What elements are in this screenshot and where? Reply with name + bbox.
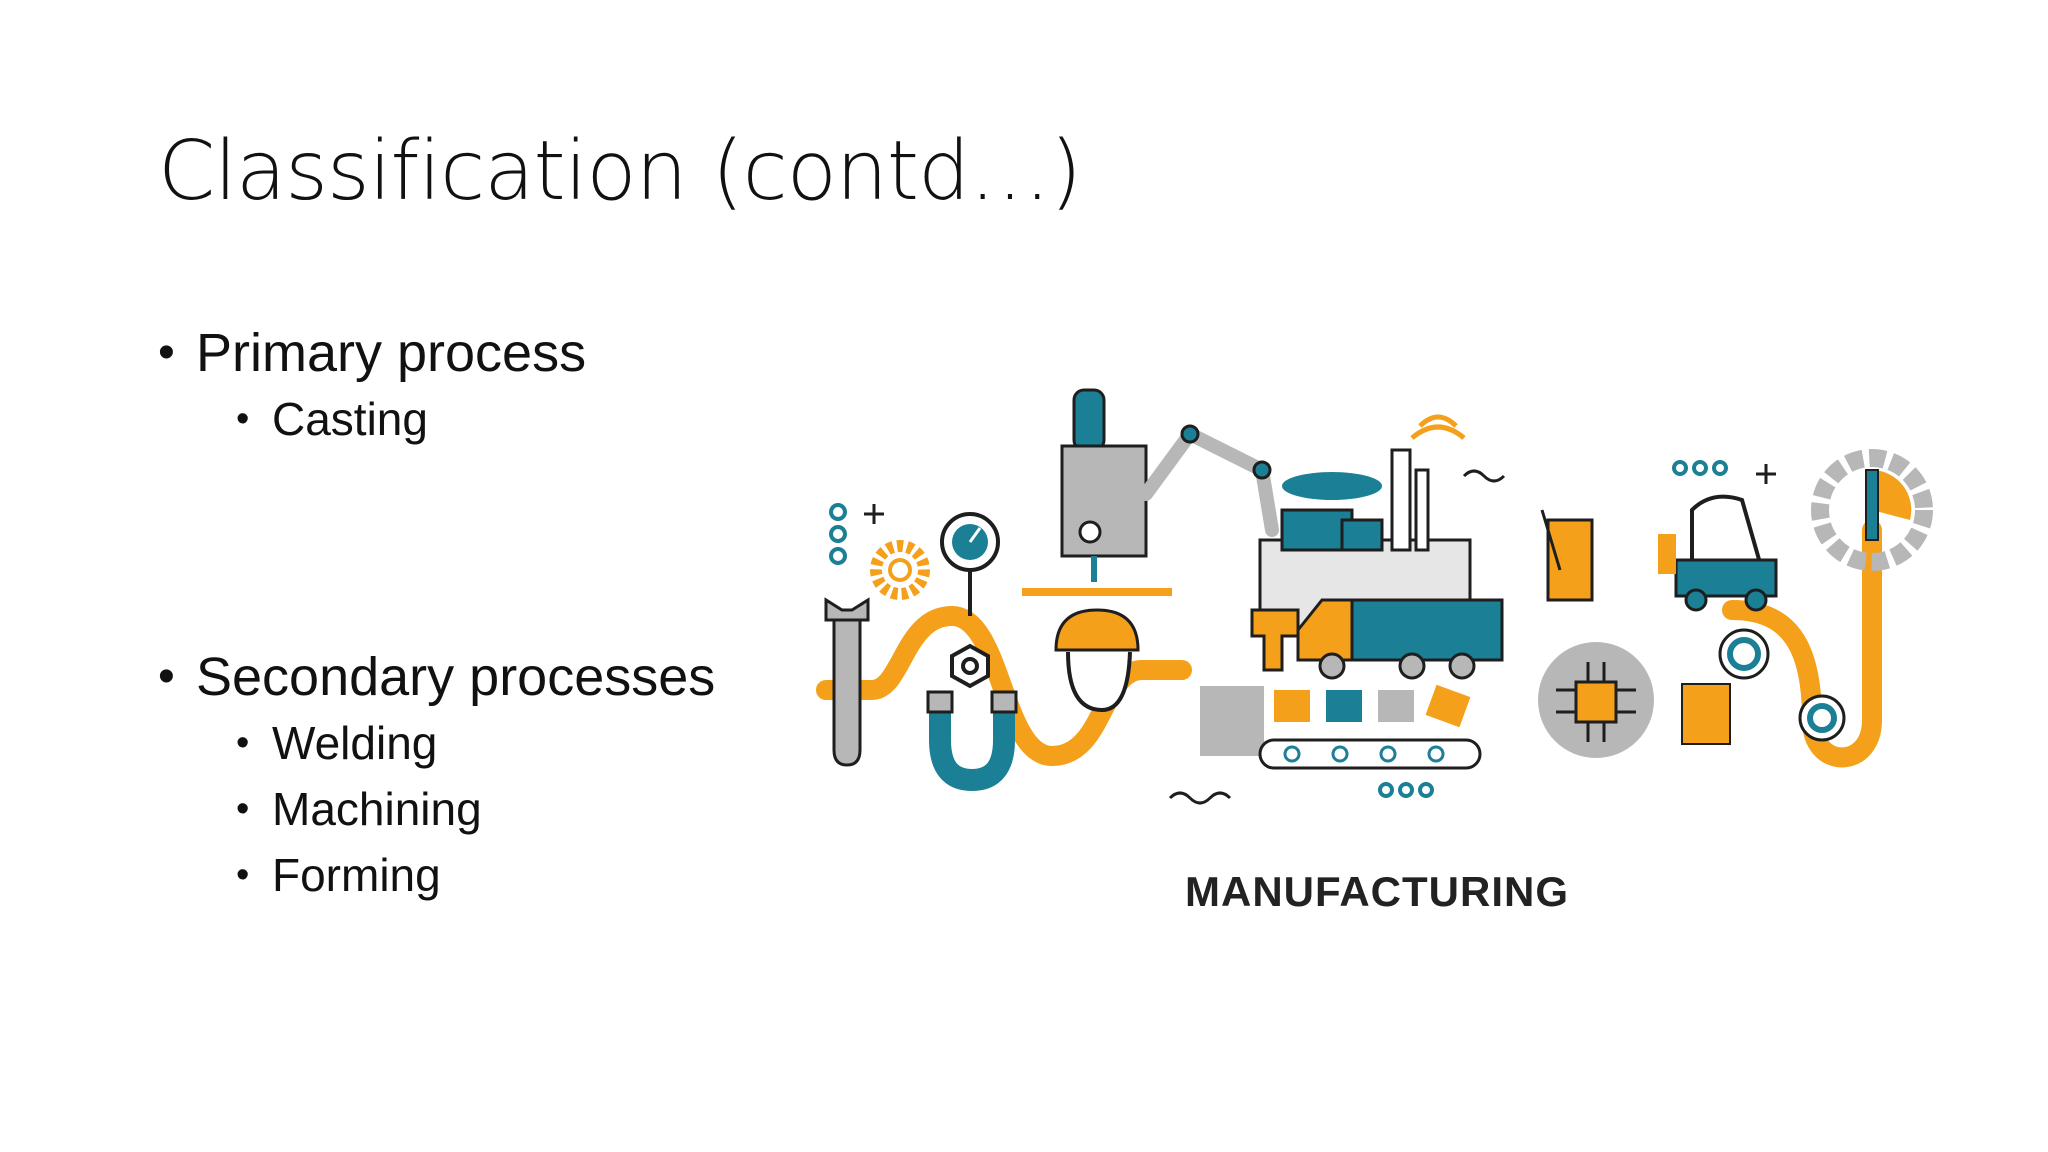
screwdriver-gear-icon: [1811, 449, 1933, 571]
manufacturing-artwork: [816, 388, 1933, 805]
magnet-icon: [926, 690, 1018, 792]
manufacturing-illustration: MANUFACTURING: [812, 320, 1942, 980]
microchip-icon: [1538, 642, 1654, 758]
milling-machine-icon: [1022, 388, 1172, 596]
sub-bullet-forming: Forming: [158, 842, 715, 908]
blueprint-icon: [1540, 509, 1594, 602]
worker-helmet-icon: [1054, 608, 1140, 713]
factory-icon: [1258, 414, 1472, 632]
bullet-secondary-processes: Secondary processes: [158, 644, 715, 710]
bearing-icon: [1718, 628, 1846, 742]
pressure-gauge-icon: [940, 512, 1000, 616]
sub-bullet-casting: Casting: [158, 386, 586, 452]
dots-icon: [829, 503, 847, 565]
decor-icon: [864, 460, 1776, 805]
robot-arm-icon: [1139, 424, 1279, 537]
drill-icon: [1250, 608, 1300, 672]
illustration-caption: MANUFACTURING: [1185, 868, 1569, 915]
sub-bullet-welding: Welding: [158, 710, 715, 776]
forklift-icon: [1658, 494, 1778, 612]
gear-icon: [870, 540, 930, 600]
hex-nut-icon: [950, 643, 990, 689]
conveyor-belt-icon: [1200, 684, 1482, 770]
bullet-primary-process: Primary process: [158, 320, 586, 386]
tag-icon: [1681, 683, 1731, 745]
sub-bullet-machining: Machining: [158, 776, 715, 842]
wrench-icon: [824, 597, 870, 767]
bullet-group-primary: Primary process Casting: [158, 320, 586, 452]
truck-icon: [1296, 598, 1504, 680]
slide-title: Classification (contd…): [158, 124, 1082, 219]
bullet-group-secondary: Secondary processes Welding Machining Fo…: [158, 644, 715, 908]
